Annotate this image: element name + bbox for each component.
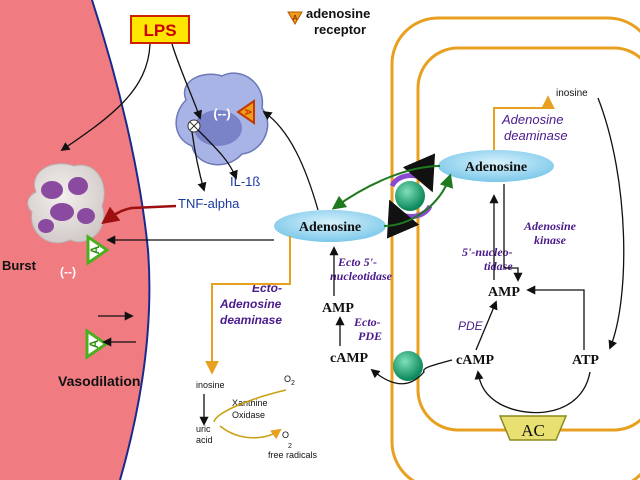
arrow-transport-in (383, 173, 454, 227)
pde-label: PDE (458, 319, 484, 333)
transporter-cycle-arrow-top (389, 153, 436, 193)
burst-inhibition-label: (--) (60, 265, 76, 279)
adenosine-deaminase-label-2: deaminase (504, 128, 568, 143)
vessel-adenosine-receptor-icon (85, 328, 109, 360)
arrow-monocyte-to-il1b (197, 129, 238, 180)
arrow-tnf-to-neutrophil (101, 204, 177, 225)
lps-label: LPS (143, 21, 176, 40)
neutrophil-lobe-4 (77, 208, 95, 224)
tnf-label: TNF-alpha (178, 196, 240, 211)
adenosine-kinase-label-2: kinase (534, 233, 567, 247)
free-radicals-label: free radicals (268, 450, 318, 460)
uric-acid-label-2: acid (196, 435, 213, 445)
adenosine-intracellular (438, 150, 554, 182)
legend-line2: receptor (314, 22, 366, 37)
neutrophil-lobe-2 (68, 177, 88, 195)
arrow-adenosine-to-monocyte (262, 110, 319, 211)
adenylate-cyclase (498, 415, 568, 441)
burst-label: Burst (2, 258, 37, 273)
arrow-monocyte-to-tnf (191, 131, 207, 192)
inosine-top-label: inosine (556, 88, 588, 99)
arrow-camp-to-amp-intracellular (475, 300, 498, 351)
neutrophil-lobe-5 (38, 219, 54, 233)
xanthine-oxidase-label-1: Xanthine (232, 398, 268, 408)
adenosine-intracellular-label: Adenosine (465, 160, 527, 175)
adenylate-cyclase-label: AC (521, 421, 545, 440)
arrow-lps-to-neutrophil (60, 43, 151, 152)
arrow-oxygen-consumption (213, 389, 287, 423)
inner-cell-membrane (416, 46, 640, 432)
adenosine-extracellular-label: Adenosine (299, 220, 361, 235)
neutrophil-adenosine-receptor-icon (86, 234, 110, 266)
uric-acid-label-1: uric (196, 424, 211, 434)
ecto-adenosine-deaminase-label-3: deaminase (220, 313, 282, 327)
adenosine-kinase-label-1: Adenosine (523, 219, 577, 233)
monocyte-nucleus (194, 110, 242, 146)
monocyte-inhibition-label: (--) (213, 106, 230, 121)
adenosine-deaminase-label-1: Adenosine (501, 112, 563, 127)
endothelium-membrane (91, 0, 151, 480)
inosine-bottom-label: inosine (196, 380, 225, 390)
legend-receptor-letter: A (292, 15, 297, 22)
amp-intracellular-label: AMP (488, 285, 520, 300)
nucleotidase-intracellular-label-2: tidase (484, 259, 513, 273)
monocyte-adenosine-receptor-icon (236, 99, 255, 125)
ecto-pde-label-2: PDE (358, 329, 382, 343)
nucleotidase-intracellular-label-1: 5'-nucleo- (462, 245, 513, 259)
arrow-intracellular-deaminase (493, 95, 555, 150)
arrow-ecto-deaminase (205, 236, 291, 375)
arrow-lps-to-monocyte (171, 43, 203, 120)
ecto-pde-label-1: Ecto- (353, 315, 381, 329)
o2-top-label: O (284, 374, 291, 384)
arrow-camp-export (370, 359, 453, 385)
arrow-atp-to-amp (526, 285, 585, 350)
nucleoside-transporter (395, 181, 425, 211)
vasodilation-label: Vasodilation (58, 373, 140, 389)
arrow-atp-to-camp (474, 370, 591, 414)
camp-transporter (393, 351, 423, 381)
adenosine-extracellular (274, 210, 386, 242)
vessel-receptor-letter: A (87, 339, 101, 348)
arrow-transport-out (331, 165, 441, 210)
camp-extracellular-label: cAMP (330, 351, 369, 366)
arrow-adenosine-kinase (503, 184, 523, 282)
lps-box (130, 15, 190, 44)
legend-line1: adenosine (306, 6, 370, 21)
legend-receptor-icon (287, 11, 303, 25)
il1b-label: IL-1ß (230, 174, 260, 189)
outer-cell-membrane (390, 16, 640, 480)
neutrophil-lobe-3 (50, 203, 74, 221)
neutrophil-lobe-1 (41, 181, 63, 199)
monocyte-receptor-letter: A (243, 109, 253, 116)
xanthine-oxidase-label-2: Oxidase (232, 410, 265, 420)
ecto-nucleotidase-label-1: Ecto 5'- (337, 255, 377, 269)
neutrophil-cell (27, 163, 105, 244)
monocyte-signal-cross-2 (189, 121, 199, 131)
camp-intracellular-label: cAMP (456, 353, 495, 368)
ecto-nucleotidase-label-2: nucleotidase (330, 269, 393, 283)
arrow-free-radicals (219, 425, 282, 440)
o2-top-subscript: 2 (291, 380, 295, 387)
arrow-inosine-to-atp (597, 97, 625, 350)
o2-bottom-subscript: 2 (288, 443, 292, 450)
atp-label: ATP (572, 353, 599, 368)
ecto-adenosine-deaminase-label-2: Adenosine (219, 297, 282, 311)
neutrophil-receptor-letter: A (88, 245, 102, 254)
amp-extracellular-label: AMP (322, 301, 354, 316)
o2-bottom-label: O (282, 430, 289, 440)
